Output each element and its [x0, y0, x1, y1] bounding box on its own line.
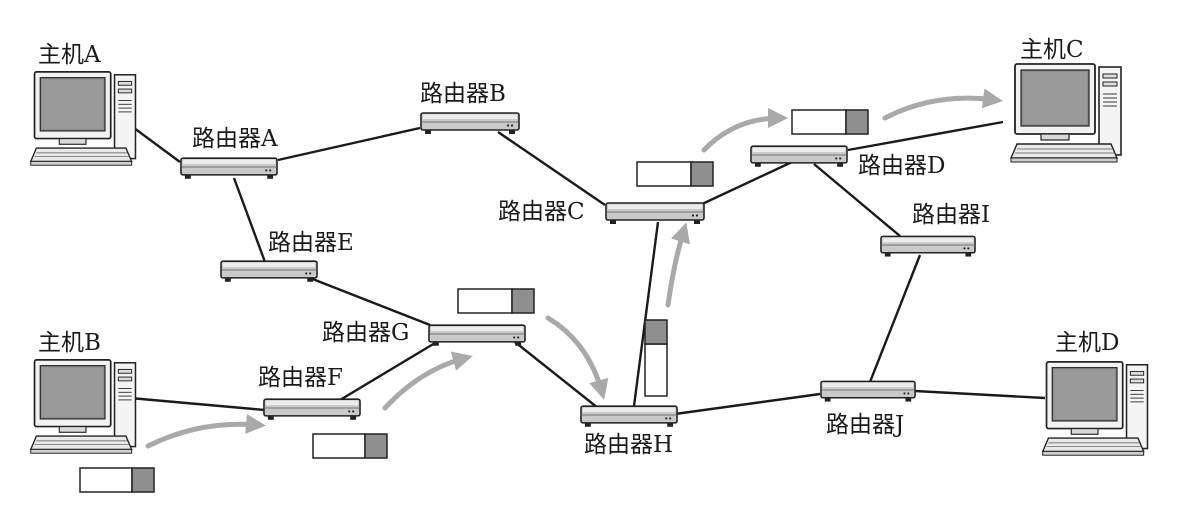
link-router-a-router-e: [232, 177, 267, 263]
host-b-computer-icon: [30, 359, 137, 455]
router-b-icon: [420, 112, 520, 135]
router-b-label: 路由器B: [420, 81, 506, 107]
link-router-j-host-d: [914, 389, 1046, 400]
router-d-label: 路由器D: [858, 153, 945, 179]
packets: [79, 109, 869, 493]
link-router-a-router-b: [277, 126, 421, 162]
packet-near-router-g: [457, 288, 535, 314]
router-c-icon: [605, 202, 705, 225]
labels: 主机A 主机B 主机C 主机D 路由器A 路由器B 路由器C 路由器D 路由器E…: [38, 37, 1119, 458]
router-d-icon: [750, 145, 848, 168]
packet-flow-arrows: [145, 88, 1003, 449]
link-router-c-router-d: [699, 160, 793, 207]
host-b-label: 主机B: [38, 330, 101, 356]
flow-arrow-router-h-to-router-c: [665, 222, 690, 308]
router-a-label: 路由器A: [192, 126, 278, 152]
router-i-label: 路由器I: [912, 202, 990, 228]
host-d-computer-icon: [1042, 361, 1149, 457]
router-e-label: 路由器E: [268, 230, 354, 256]
router-c-label: 路由器C: [498, 199, 585, 225]
link-router-b-router-c: [497, 131, 606, 206]
link-router-f-router-g: [339, 338, 441, 402]
flow-arrow-router-c-to-router-d: [701, 108, 788, 153]
router-i-icon: [880, 235, 976, 258]
router-h-icon: [580, 405, 678, 428]
packet-near-router-d: [791, 109, 869, 135]
link-host-b-router-f: [129, 396, 266, 412]
packet-near-router-f: [312, 433, 388, 459]
host-a-label: 主机A: [38, 42, 101, 68]
flow-arrow-host-b-to-router-f: [145, 414, 266, 449]
packet-near-router-h-vertical: [644, 319, 668, 397]
router-g-label: 路由器G: [322, 320, 409, 346]
router-j-label: 路由器J: [826, 412, 904, 438]
link-host-a-router-a: [129, 124, 181, 163]
router-h-label: 路由器H: [584, 432, 673, 458]
link-router-h-router-j: [674, 392, 821, 416]
host-c-computer-icon: [1009, 62, 1123, 164]
host-d-label: 主机D: [1055, 330, 1119, 356]
link-router-e-router-g: [309, 276, 431, 327]
host-a-computer-icon: [30, 71, 137, 167]
link-router-d-host-c: [847, 120, 1004, 152]
router-e-icon: [220, 260, 318, 283]
links: [129, 120, 1046, 416]
packet-near-router-c: [636, 161, 714, 187]
link-router-d-router-i: [813, 163, 901, 237]
host-c-label: 主机C: [1020, 37, 1084, 63]
flow-arrow-router-d-to-host-c: [882, 88, 1003, 121]
link-router-i-router-j: [868, 254, 922, 383]
router-j-icon: [820, 380, 916, 403]
router-f-label: 路由器F: [258, 365, 343, 391]
flow-arrow-router-g-to-router-h: [545, 315, 609, 400]
router-g-icon: [428, 324, 526, 347]
packet-near-host-b: [79, 467, 155, 493]
link-router-g-router-h: [514, 341, 599, 409]
link-router-h-router-c: [632, 221, 660, 407]
router-f-icon: [263, 398, 361, 421]
hosts: [30, 62, 1149, 457]
router-a-icon: [180, 157, 278, 180]
flow-arrow-router-f-to-router-g: [382, 351, 473, 411]
